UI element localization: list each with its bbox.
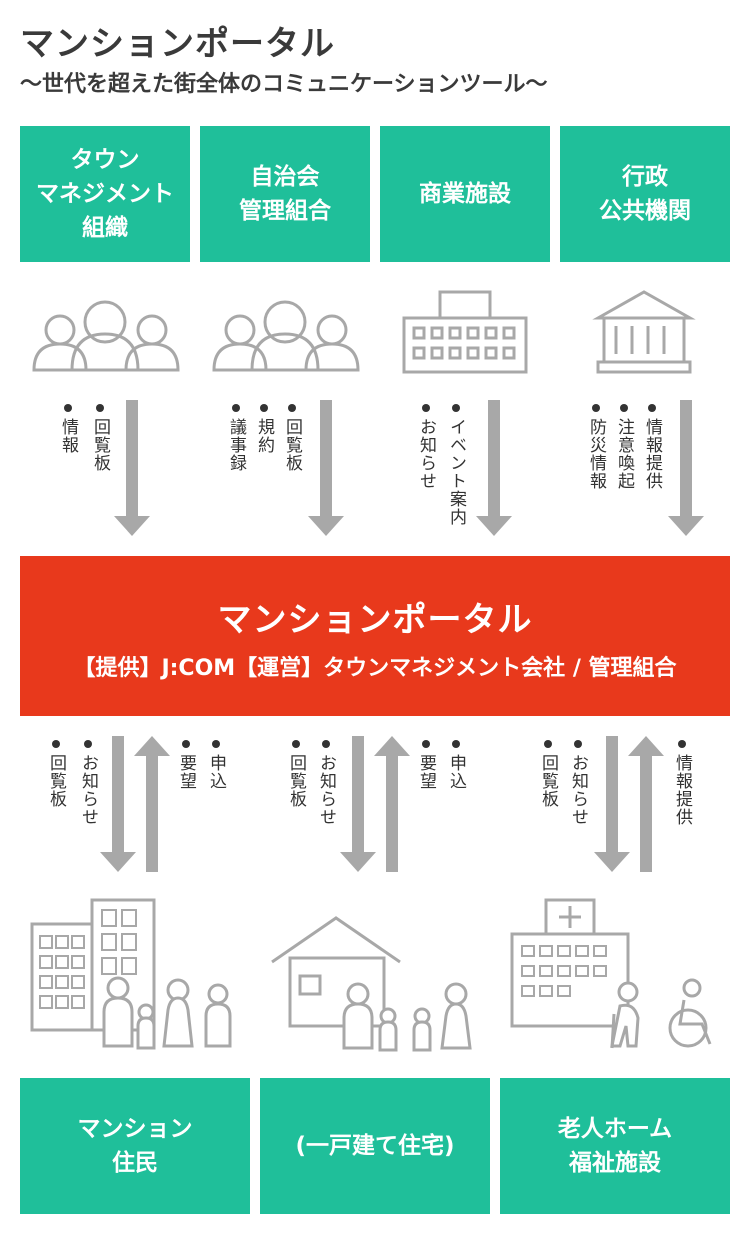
arrow-up-head [134,736,170,756]
flow-item: 情報提供 [672,740,692,826]
arrow-down-shaft [352,736,364,854]
arrow-up-shaft [640,754,652,872]
arrow-down-head [594,852,630,872]
flow-item: お知らせ [568,740,588,826]
flow-item: 防災情報 [586,404,606,490]
flow-item: 議事録 [226,404,246,472]
flow-item: 回覧板 [90,404,110,472]
flow-item: 注意喚起 [614,404,634,490]
top-icons [32,290,704,536]
apartment-building-icon [30,898,156,1032]
flow-item: 要望 [176,740,196,790]
arrow-down-head [100,852,136,872]
box-detached-houses: (一戸建て住宅) [260,1078,490,1214]
arrow-down-shaft [488,400,500,518]
arrow-down-head [340,852,376,872]
portal-title: マンションポータル [217,600,533,640]
flow-item: 規約 [254,404,274,454]
arrow-up-shaft [386,754,398,872]
government-building-icon [592,290,696,374]
box-town-management: タウン マネジメント 組織 [20,126,190,262]
elderly-person-icon [610,981,640,1049]
arrow-down-shaft [126,400,138,518]
arrow-down-shaft [320,400,332,518]
family-icon [102,976,232,1050]
box-commercial-facility: 商業施設 [380,126,550,262]
building-icon [402,290,528,374]
flow-item: お知らせ [316,740,336,826]
box-nursing-home: 老人ホーム 福祉施設 [500,1078,730,1214]
hospital-icon [510,898,630,1028]
people-group-icon [212,300,360,372]
flow-item: 申込 [206,740,226,790]
box-mansion-residents: マンション 住民 [20,1078,250,1214]
arrow-up-head [374,736,410,756]
box-residents-association: 自治会 管理組合 [200,126,370,262]
flow-item: 回覧板 [286,740,306,808]
flow-item: 回覧板 [538,740,558,808]
page-title: マンションポータル [20,24,335,64]
wheelchair-icon [668,978,712,1048]
flow-item: お知らせ [416,404,436,490]
flow-item: 要望 [416,740,436,790]
arrow-up-shaft [146,754,158,872]
arrow-down-head [114,516,150,536]
arrow-down-shaft [680,400,692,518]
flow-item: 申込 [446,740,466,790]
page-subtitle: 〜世代を超えた街全体のコミュニケーションツール〜 [20,72,548,97]
arrow-down-head [308,516,344,536]
box-government: 行政 公共機関 [560,126,730,262]
arrow-up-head [628,736,664,756]
arrow-down-head [476,516,512,536]
flow-item: 情報 [58,404,78,454]
flow-item: 情報提供 [642,404,662,490]
portal-subtitle: 【提供】J:COM【運営】タウンマネジメント会社 / 管理組合 [73,656,677,681]
family-icon [342,982,472,1052]
house-icon [271,916,401,1028]
flow-item: イベント案内 [446,404,466,526]
arrow-down-head [668,516,704,536]
arrow-down-shaft [112,736,124,854]
people-group-icon [32,300,180,372]
flow-item: 回覧板 [46,740,66,808]
flow-item: お知らせ [78,740,98,826]
portal-banner: マンションポータル 【提供】J:COM【運営】タウンマネジメント会社 / 管理組… [20,556,730,716]
flow-item: 回覧板 [282,404,302,472]
arrow-down-shaft [606,736,618,854]
